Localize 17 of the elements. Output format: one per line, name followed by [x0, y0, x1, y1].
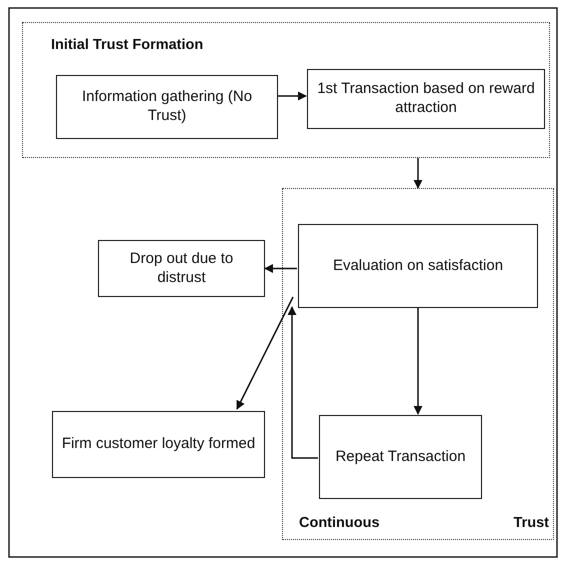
group-title: Trust	[514, 515, 549, 531]
process-box: Information gathering (No Trust)	[56, 75, 278, 139]
group-title: Continuous	[299, 515, 380, 531]
dotted-group-box	[282, 188, 554, 540]
process-box: Repeat Transaction	[319, 415, 482, 499]
arrow	[264, 264, 297, 273]
arrow	[288, 306, 318, 459]
dotted-group-box	[22, 22, 550, 158]
process-box: Evaluation on satisfaction	[298, 224, 538, 308]
arrow	[277, 92, 307, 100]
arrow	[414, 307, 422, 415]
arrow	[236, 296, 294, 410]
arrow	[414, 158, 422, 189]
process-box: 1st Transaction based on reward attraction	[307, 69, 545, 129]
group-title: Initial Trust Formation	[51, 37, 204, 53]
process-box: Drop out due to distrust	[98, 240, 265, 297]
process-box: Firm customer loyalty formed	[52, 411, 265, 478]
